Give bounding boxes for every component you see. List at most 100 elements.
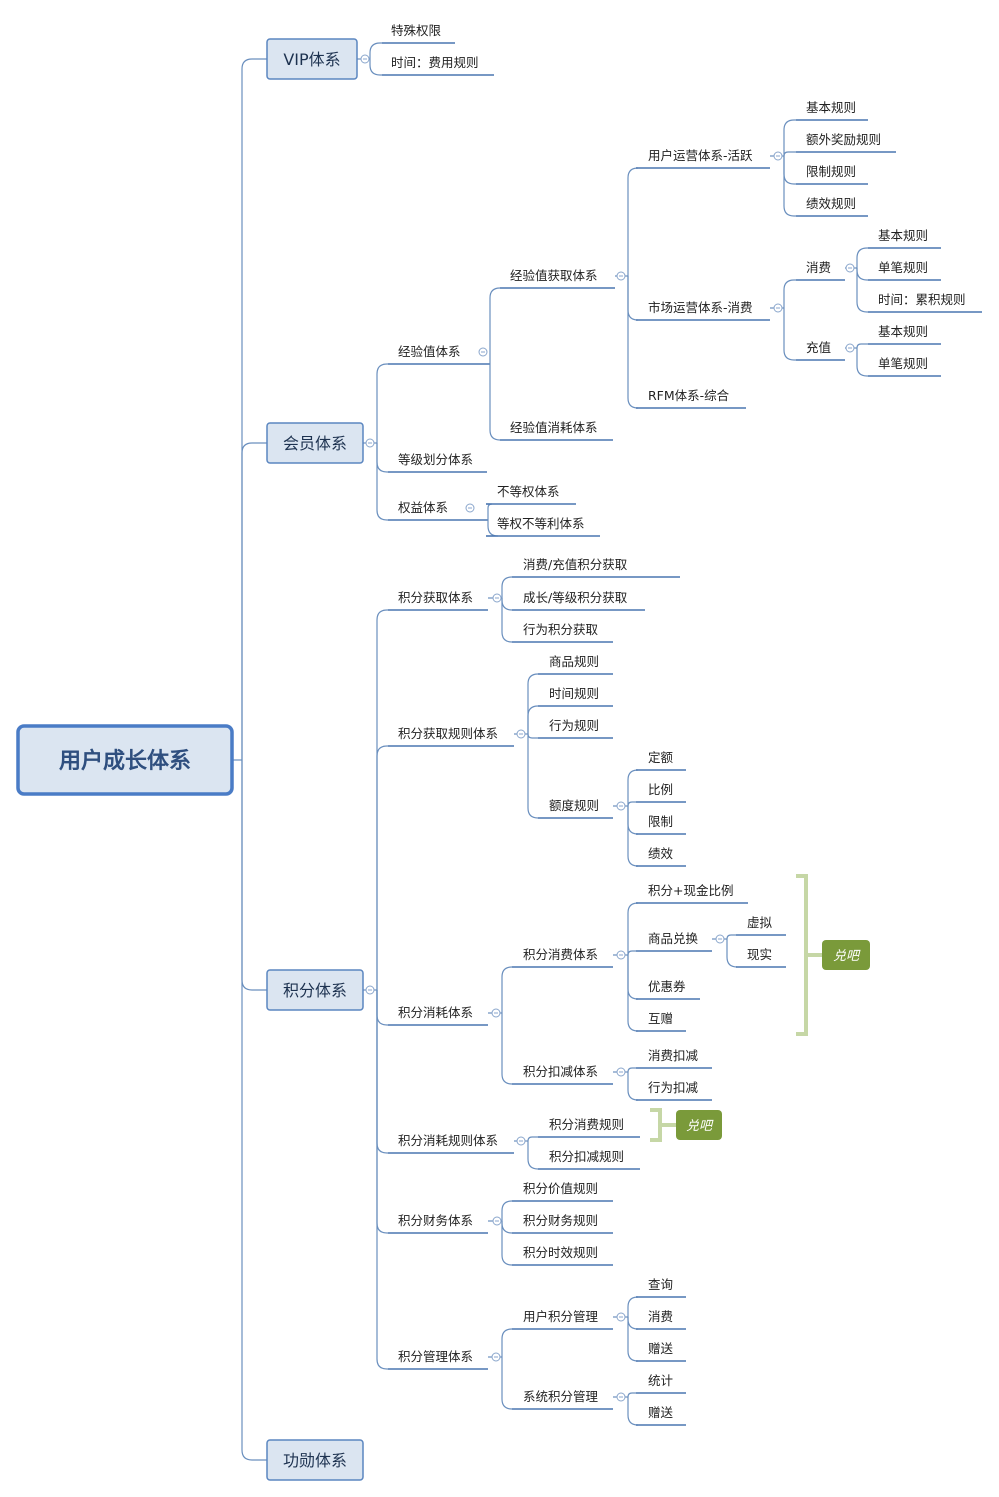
branch-elbow [627,806,639,835]
branch-elbow [627,801,636,807]
gain-rule-1: 商品规则 [549,654,599,669]
callout-box-1[interactable] [822,940,870,970]
branch-elbow [501,576,513,598]
branch-elbow [856,343,868,349]
branch-elbow [501,1221,513,1266]
member-rights: 权益体系 [398,500,448,515]
main-node-points[interactable] [266,969,364,1011]
deduct-1: 消费扣减 [648,1048,699,1063]
branch-elbow [376,609,388,990]
rights-child-2: 等权不等利体系 [497,516,585,531]
recharge-rule-2: 单笔规则 [878,356,928,371]
consume-rule-b: 积分扣减规则 [549,1149,624,1164]
gain-quota: 额度规则 [549,798,599,813]
points-consume-rules: 积分消耗规则体系 [398,1133,498,1148]
manage-user-1: 查询 [648,1277,673,1292]
branch-elbow [376,990,388,1370]
branch-elbow [527,733,538,739]
spend-exchange: 商品兑换 [648,931,699,946]
branch-elbow [501,1221,513,1234]
branch-elbow [627,955,639,1000]
quota-3: 限制 [648,814,673,829]
branch-elbow [726,934,736,940]
quota-1: 定额 [648,750,674,765]
branch-elbow [527,705,539,734]
root-node-box[interactable] [16,724,234,796]
member-exp: 经验值体系 [398,344,461,359]
nodes-layer: 用户成长体系 VIP体系 会员体系 积分体系 功勋体系 特殊权限 时间：费用规则… [16,23,966,1481]
exp-consume: 经验值消耗体系 [510,420,598,435]
branch-elbow [376,745,388,990]
points-consume: 积分消耗体系 [398,1005,473,1020]
branch-elbow [856,247,868,268]
branch-elbow [783,156,796,217]
member-level: 等级划分体系 [398,452,473,467]
branch-elbow [627,1072,639,1101]
exp-rfm: RFM体系-综合 [648,388,730,403]
branch-elbow [783,151,796,157]
callout-label-2: 兑吧 [686,1119,714,1134]
branch-elbow [369,59,382,76]
branch-elbow [376,990,388,1234]
branch-elbow [627,1067,636,1073]
ops-rule-2: 额外奖励规则 [806,132,881,147]
branch-elbow [627,1397,639,1426]
branch-elbow [501,1328,513,1357]
main-node-member[interactable] [266,422,364,464]
branch-elbow [627,1296,639,1317]
market-recharge: 充值 [806,340,831,355]
branch-elbow [369,42,382,59]
market-consume: 消费 [806,260,831,275]
main-node-vip[interactable] [266,38,358,80]
manage-user-2: 消费 [648,1309,673,1324]
root-branch [241,58,267,760]
consume-deduct: 积分扣减体系 [523,1064,598,1079]
spend-gift: 互赠 [648,1011,673,1026]
spend-coupon: 优惠券 [648,979,686,994]
spend-cash: 积分+现金比例 [648,883,733,898]
branch-elbow [627,167,639,276]
quota-4: 绩效 [648,846,674,861]
consume-rule-a: 积分消费规则 [549,1117,624,1132]
branch-elbow [376,443,388,521]
branch-elbow [527,1141,539,1170]
gain-rule-2: 时间规则 [549,686,599,701]
main-node-member-label: 会员体系 [283,434,347,453]
callout-bracket-2 [650,1108,662,1142]
branch-elbow [489,352,501,441]
branch-elbow [627,806,639,867]
exp-market: 市场运营体系-消费 [648,300,753,315]
consume-rule-3: 时间：累积规则 [878,292,966,307]
exp-gain: 经验值获取体系 [510,268,598,283]
branch-elbow [489,287,501,352]
rights-child-1: 不等权体系 [497,484,560,499]
branch-elbow [376,990,388,1026]
branch-elbow [501,1357,513,1410]
manage-user: 用户积分管理 [523,1309,599,1324]
recharge-rule-1: 基本规则 [878,324,928,339]
main-node-medal[interactable] [266,1439,364,1481]
manage-system-2: 赠送 [648,1405,674,1420]
branch-elbow [783,119,796,156]
callout-box-2[interactable] [676,1110,722,1140]
branch-elbow [527,734,539,819]
root-branch [241,442,267,760]
branch-elbow [376,443,388,473]
branch-elbow [627,950,636,956]
callout-label-1: 兑吧 [833,949,861,964]
finance-1: 积分价值规则 [523,1181,598,1196]
branch-elbow [627,1317,639,1330]
branch-elbow [627,902,639,955]
consume-rule-2: 单笔规则 [878,260,928,275]
exchange-real: 现实 [747,947,772,962]
points-manage: 积分管理体系 [398,1349,473,1364]
branch-elbow [856,268,868,281]
points-gain: 积分获取体系 [398,590,473,605]
branch-elbow [627,769,639,806]
ops-rule-1: 基本规则 [806,100,856,115]
root-branch [241,760,267,1461]
branch-elbow [376,990,388,1154]
collapse-markers [360,54,855,1402]
deduct-2: 行为扣减 [648,1080,699,1095]
